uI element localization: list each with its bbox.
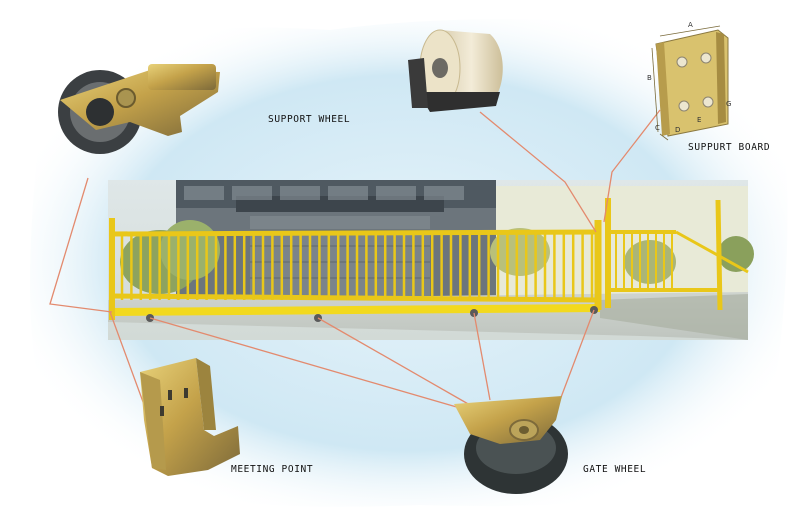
- nylon-roller-photo: [408, 29, 503, 112]
- leader-lines: [49, 109, 661, 411]
- meeting-point-photo: [140, 358, 240, 476]
- gate-wheel-label: GATE WHEEL: [583, 464, 647, 475]
- support-wheel-photo: [58, 64, 220, 154]
- board-letter-c: C: [655, 124, 660, 132]
- sliding-gate: [109, 218, 602, 320]
- fixed-fence: [605, 198, 749, 311]
- board-letter-g: G: [726, 100, 731, 108]
- support-wheel-label: SUPPORT WHEEL: [268, 114, 351, 125]
- meeting-point-label: MEETING POINT: [231, 464, 314, 475]
- support-board-photo: A B C D E G: [647, 21, 731, 141]
- building: [176, 180, 496, 300]
- board-letter-a: A: [688, 21, 693, 29]
- support-board-label: SUPPURT BOARD: [688, 142, 771, 153]
- gate-wheel-photo: [454, 396, 568, 494]
- board-letter-b: B: [647, 74, 652, 82]
- board-letter-d: D: [675, 126, 680, 134]
- board-letter-e: E: [697, 116, 701, 124]
